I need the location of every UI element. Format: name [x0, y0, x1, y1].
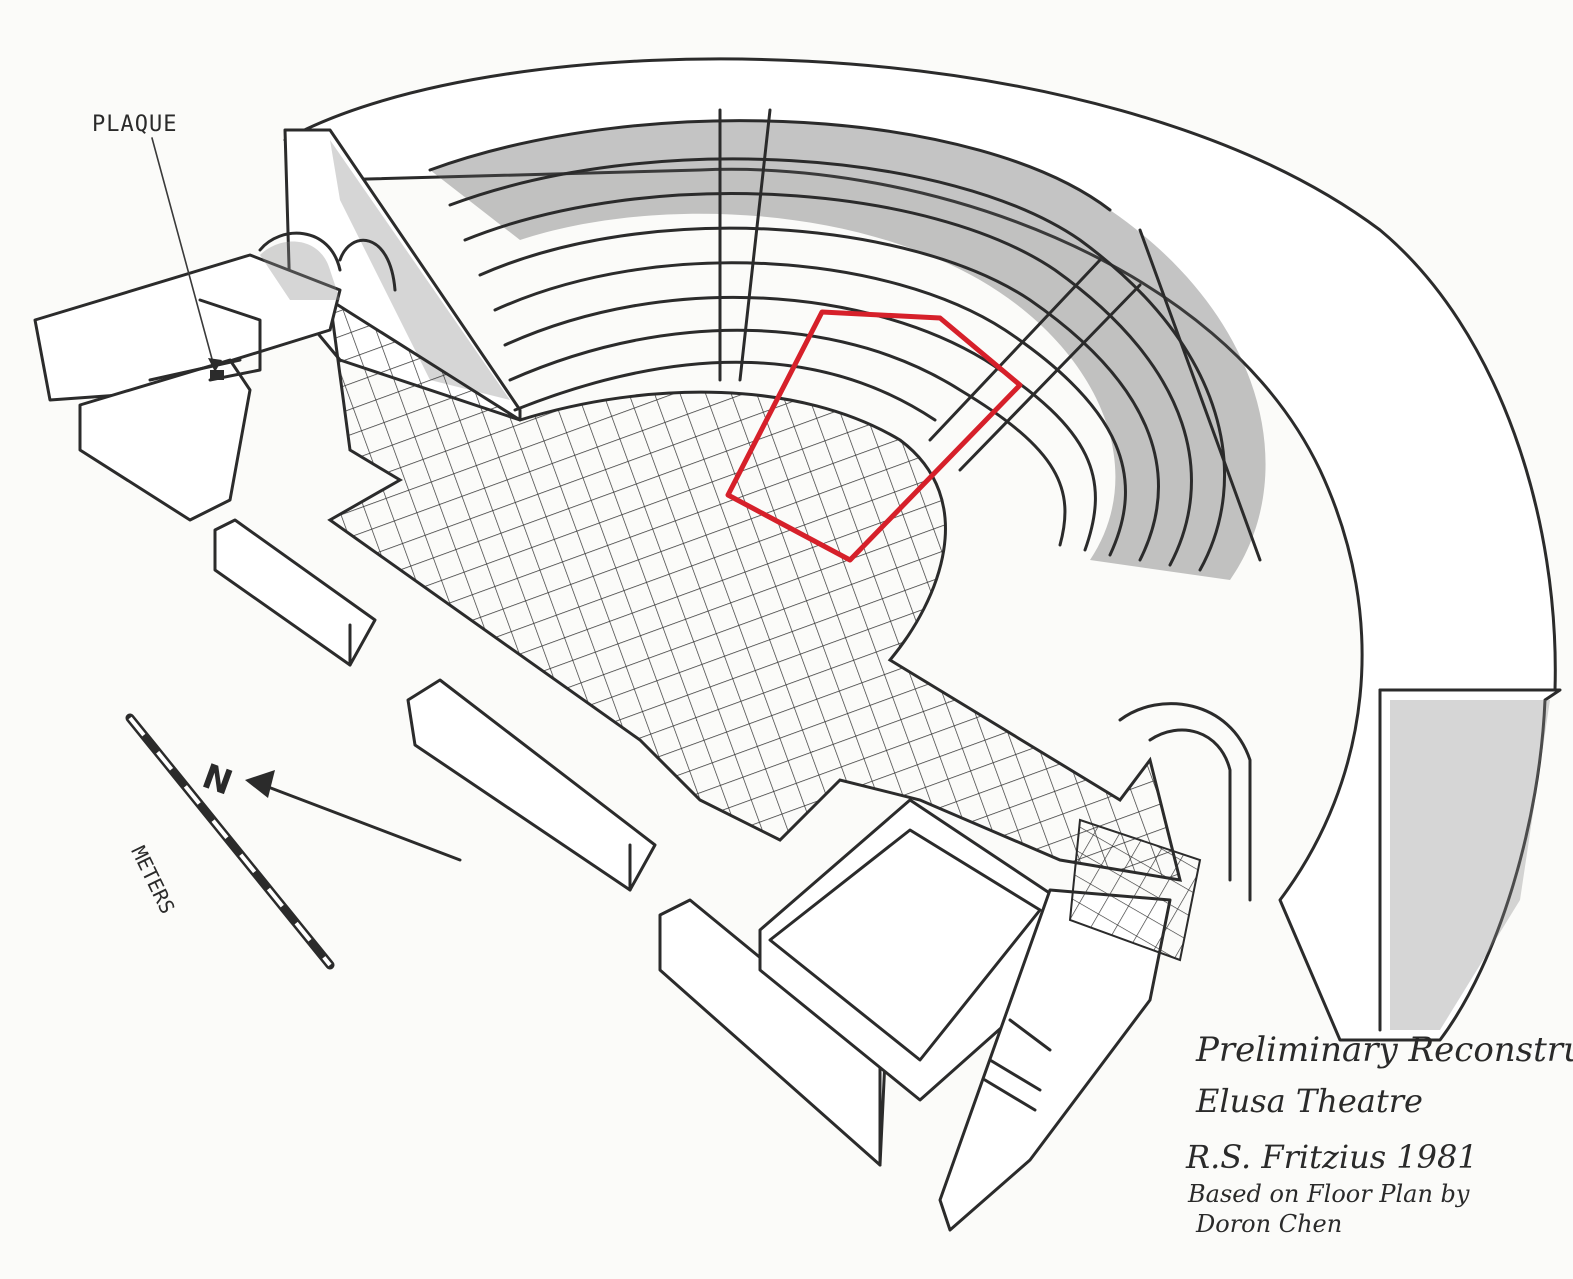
- left-blocks: [213, 518, 887, 1167]
- highlight-outline: [725, 309, 1023, 563]
- scale-bar: [125, 713, 335, 970]
- caption-source: Based on Floor Plan by: [1188, 1180, 1470, 1208]
- caption-subject: Elusa Theatre: [1196, 1082, 1423, 1120]
- caption-source-name: Doron Chen: [1196, 1210, 1343, 1238]
- caption-author: R.S. Fritzius 1981: [1186, 1138, 1478, 1176]
- cavea-seating: [428, 108, 1266, 580]
- north-arrow: [245, 770, 462, 862]
- caption-title: Preliminary Reconstructi: [1196, 1030, 1573, 1070]
- paved-floor: [327, 297, 1183, 882]
- right-stage-building: [758, 702, 1252, 1232]
- plaque-marker: [210, 370, 224, 380]
- plaque-label: PLAQUE: [92, 112, 178, 137]
- left-stage-building: [33, 137, 397, 522]
- outer-wall: [283, 57, 1562, 1042]
